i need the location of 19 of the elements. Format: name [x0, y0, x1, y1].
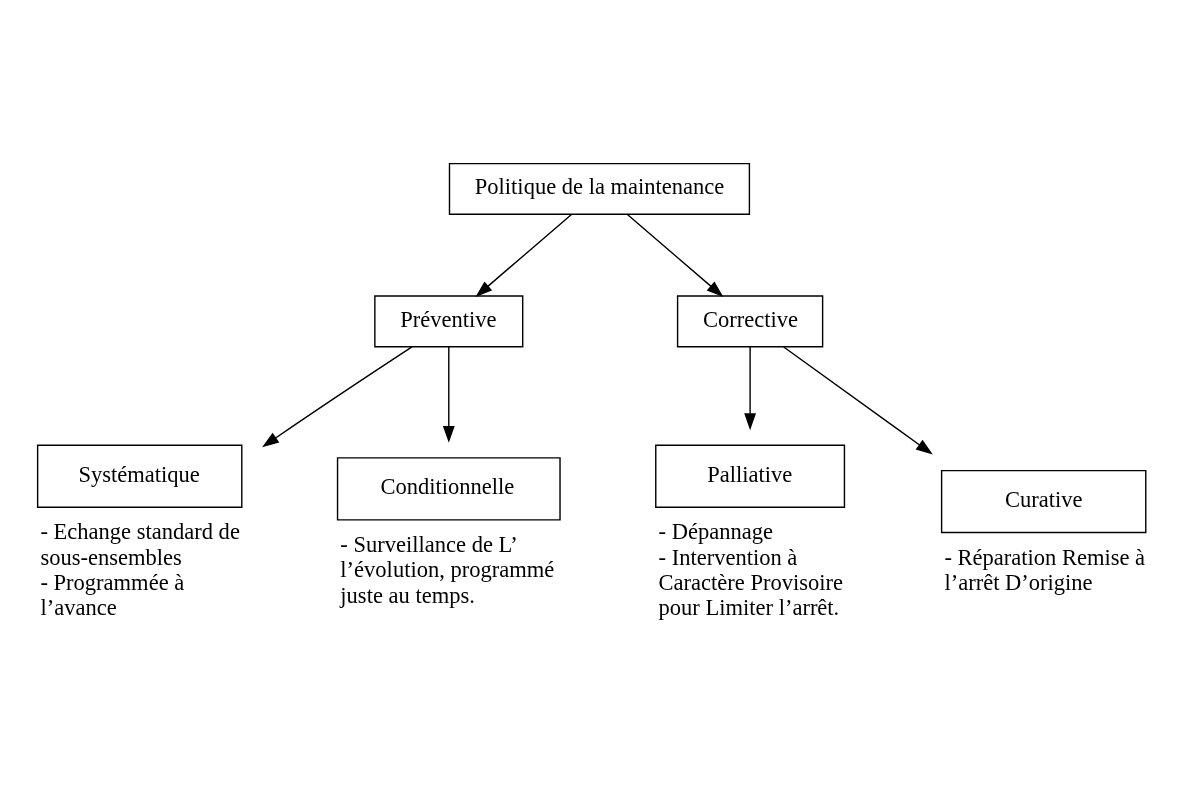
node-box: Curative [940, 469, 1147, 533]
node-box: Corrective [676, 294, 824, 347]
arrow [626, 213, 724, 297]
node-box: Systématique [36, 444, 243, 508]
arrow [783, 345, 933, 454]
node-label: - Programmée à l’avance [40, 569, 185, 620]
arrow [262, 345, 413, 447]
node-label: - Intervention à Caractère Provisoire pour Limiter l’arrêt. [658, 544, 844, 620]
node-label: - Dépannage [658, 518, 773, 544]
arrow [744, 345, 757, 430]
node-box: Palliative [655, 444, 846, 508]
node-box: Préventive [374, 294, 524, 347]
arrow [475, 213, 573, 297]
node-label: - Réparation Remise à l’arrêt D’origine [944, 544, 1146, 595]
node-label: - Echange standard de sous-ensembles [40, 518, 240, 570]
node-label: - Surveillance de L’ l’évolution, programmé juste au temps. [340, 531, 555, 608]
node-box: Conditionnelle [336, 456, 561, 521]
node-box: Politique de la maintenance [448, 162, 751, 215]
arrow [442, 345, 455, 443]
